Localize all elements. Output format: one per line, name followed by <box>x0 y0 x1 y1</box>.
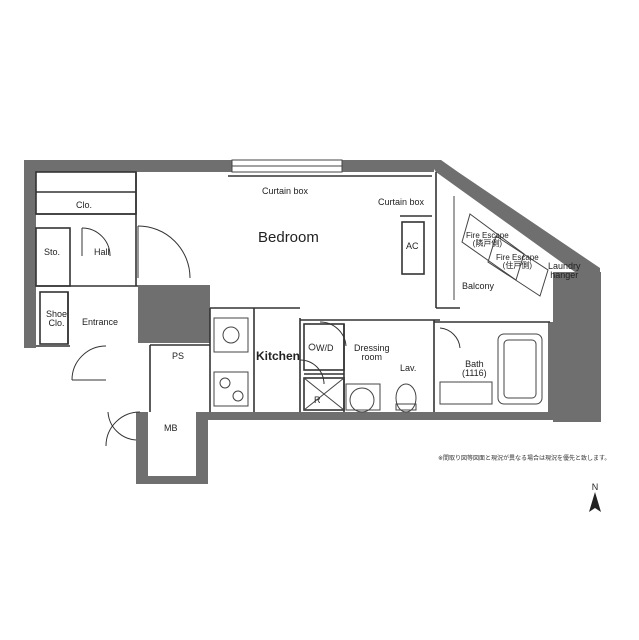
mb-label: MB <box>164 423 178 433</box>
bedroom-label: Bedroom <box>258 229 319 246</box>
dressing-room-label: Dressing room <box>354 343 390 362</box>
balcony-label: Balcony <box>462 281 495 291</box>
shoe-closet-label: Shoe Clo. <box>46 309 68 328</box>
hall-label: Hall <box>94 247 110 257</box>
ps-label: PS <box>172 351 185 361</box>
bath-label: Bath (1116) <box>462 359 487 378</box>
disclaimer-note: ※間取り図等図面と現況が異なる場合は現況を優先と致します。 <box>438 456 611 462</box>
closet-label: Clo. <box>76 200 93 210</box>
windows <box>231 159 343 173</box>
laundry-hanger-label: Laundry hanger <box>548 261 581 280</box>
kitchen-label: Kitchen <box>256 349 301 363</box>
fixtures <box>213 196 549 413</box>
refrigerator-label: R <box>314 395 321 405</box>
walls <box>24 160 601 484</box>
doors <box>71 225 461 447</box>
storage-label: Sto. <box>44 247 61 257</box>
entrance-label: Entrance <box>82 317 119 327</box>
washer-dryer-label: W/D <box>316 343 334 353</box>
ac-label: AC <box>406 241 419 251</box>
curtain-box-right-label: Curtain box <box>378 197 425 207</box>
fire-escape-2-label: Fire Escape (住戸側) <box>496 253 539 270</box>
fire-escape-1-label: Fire Escape (隣戸側) <box>466 231 509 248</box>
north-arrow-icon: N <box>583 482 607 516</box>
partitions <box>35 171 550 412</box>
north-label: N <box>591 482 599 492</box>
curtain-box-top-label: Curtain box <box>262 186 309 196</box>
lavatory-label: Lav. <box>400 363 417 373</box>
